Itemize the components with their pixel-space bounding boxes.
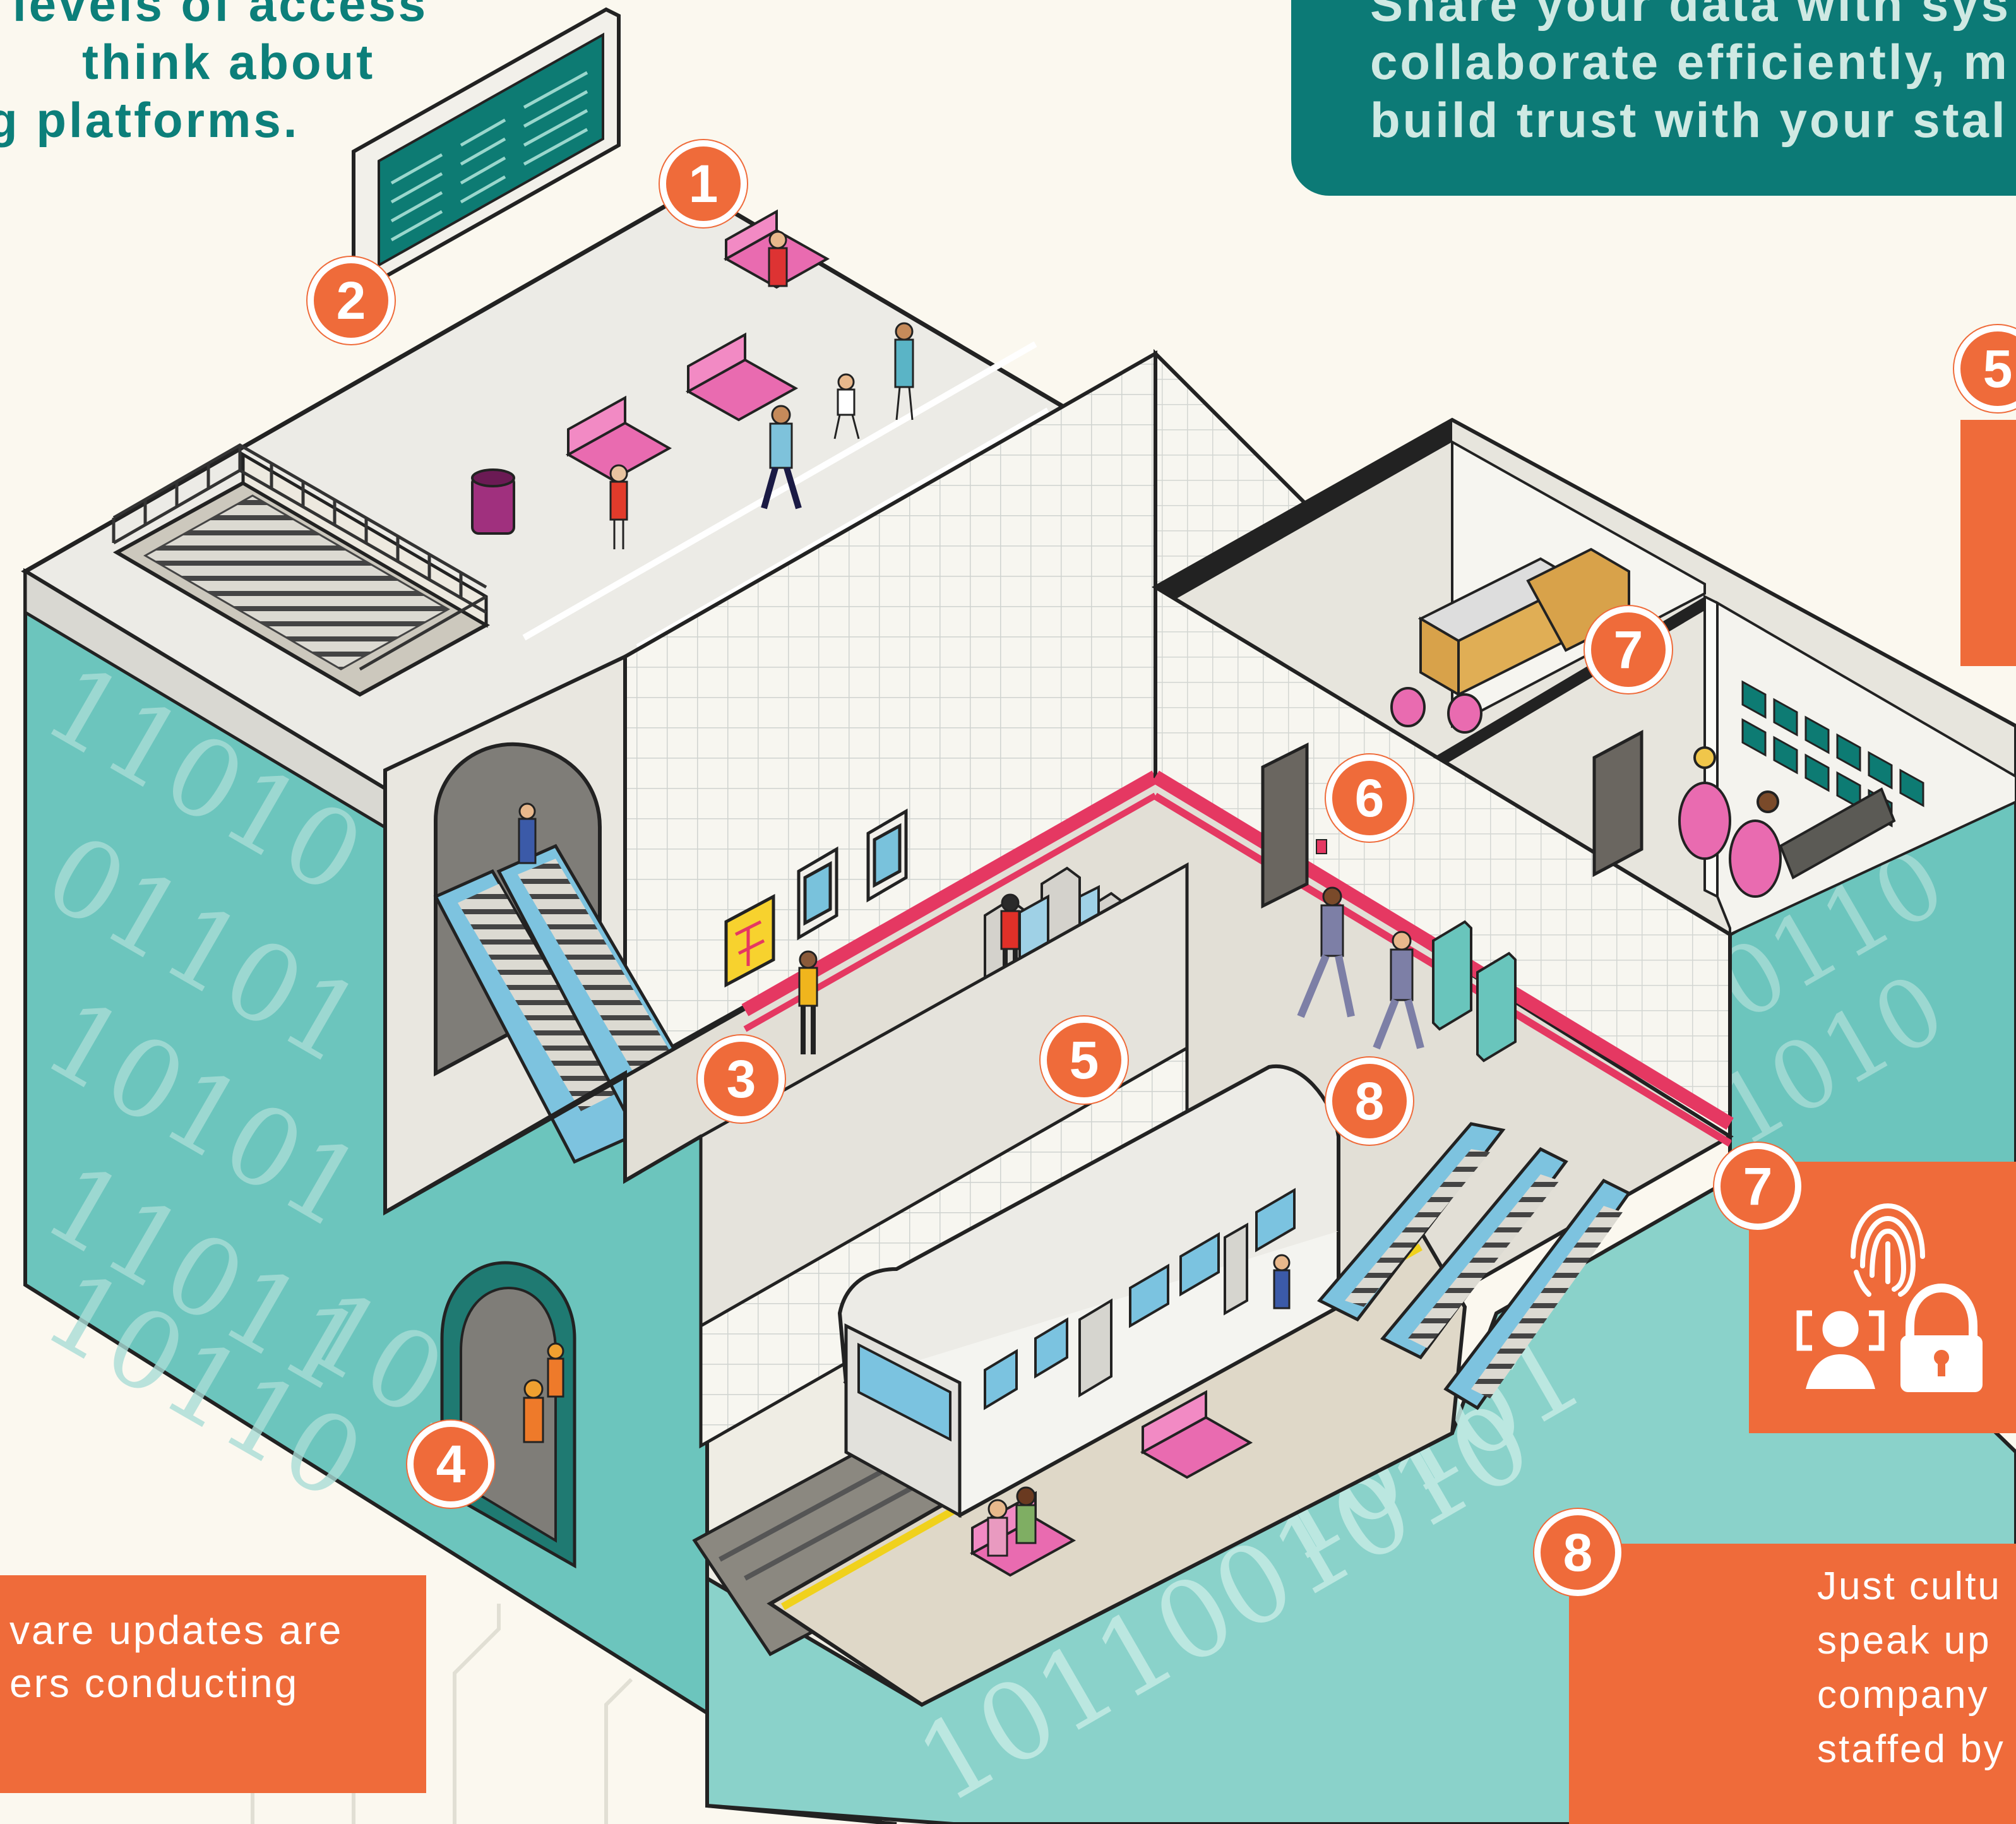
badge-5[interactable]: 5 (1041, 1016, 1128, 1104)
badge-8[interactable]: 8 (1326, 1058, 1413, 1145)
train (837, 1064, 1340, 1518)
staff-door (1261, 742, 1327, 909)
control-operators (1678, 746, 1896, 898)
escalators-lower (1317, 1122, 1631, 1410)
badge-1[interactable]: 1 (660, 140, 747, 227)
badge-7[interactable]: 7 (1585, 606, 1672, 693)
bench-top-3 (565, 395, 672, 482)
bench-lower-1 (1140, 1390, 1253, 1479)
fingerprint-icon (1851, 1203, 1925, 1297)
pink-chairs-kitchen (1390, 687, 1482, 734)
badge-3[interactable]: 3 (698, 1035, 785, 1123)
badge-7-right[interactable]: 7 (1714, 1143, 1801, 1230)
share-line-3: build trust with your stal (1370, 92, 2008, 148)
culture-line-4: staffed by (1817, 1727, 2005, 1771)
software-updates-box (0, 1575, 426, 1793)
control-room-door (1592, 729, 1643, 878)
passengers-top (609, 230, 914, 549)
share-data-box (1291, 0, 2016, 196)
just-culture-text: Just cultu speak up company staffed by (1817, 1559, 2005, 1777)
share-line-2: collaborate efficiently, m (1370, 34, 2010, 90)
culture-line-3: company (1817, 1673, 1989, 1717)
intro-text: levels of access think about g platforms… (0, 0, 429, 149)
badge-6[interactable]: 6 (1326, 754, 1413, 842)
intro-line-1: levels of access (13, 0, 429, 32)
info-screens (797, 808, 908, 941)
intro-line-2: think about (82, 34, 376, 90)
just-culture-box (1569, 1544, 2016, 1824)
bench-top-2 (685, 332, 799, 422)
intro-line-3: g platforms. (0, 92, 300, 148)
software-updates-text: vare updates are ers conducting (9, 1604, 343, 1710)
software-line-2: ers conducting (9, 1660, 299, 1706)
share-data-text: Share your data with sys collaborate eff… (1370, 0, 2016, 149)
metro-map-poster (724, 893, 775, 988)
culture-line-1: Just cultu (1817, 1565, 2001, 1608)
face-scan-icon (1796, 1310, 1885, 1389)
info-box-5-right (1960, 420, 2016, 666)
badge-4[interactable]: 4 (407, 1421, 494, 1508)
escalators-upper (433, 843, 690, 1164)
trash-bin (471, 468, 515, 535)
stairwell (112, 443, 491, 697)
bench-top-1 (723, 209, 830, 289)
share-line-1: Share your data with sys (1370, 0, 2011, 32)
culture-line-2: speak up (1817, 1619, 1991, 1662)
badge-2[interactable]: 2 (307, 257, 395, 344)
badge-8-right[interactable]: 8 (1534, 1509, 1621, 1596)
ticket-machines (1432, 920, 1517, 1063)
software-line-1: vare updates are (9, 1607, 343, 1653)
control-room-monitors (1741, 680, 1924, 828)
padlock-icon (1900, 1283, 1983, 1392)
